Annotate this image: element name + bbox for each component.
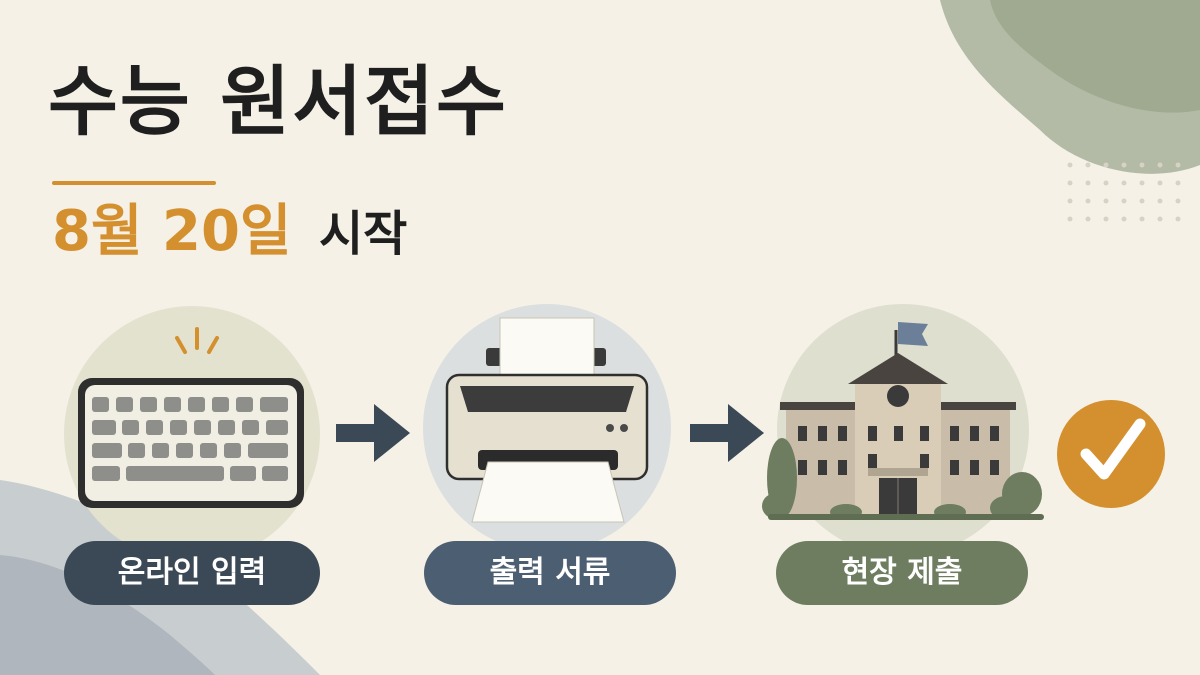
keyboard-icon xyxy=(78,327,304,508)
start-date: 8월 20일 xyxy=(52,199,292,264)
step-label-online-entry: 온라인 입력 xyxy=(64,541,320,605)
checkmark-icon xyxy=(1057,400,1165,508)
start-label: 시작 xyxy=(318,206,408,262)
school-building-icon xyxy=(762,322,1044,520)
arrow-right-icon xyxy=(336,404,410,462)
subtitle: 8월 20일 시작 xyxy=(52,204,407,260)
step-label-print-documents: 출력 서류 xyxy=(424,541,676,605)
decorative-blob-top-right xyxy=(940,0,1200,174)
printer-icon xyxy=(445,317,649,523)
decorative-dots xyxy=(1067,162,1181,222)
page-title: 수능 원서접수 xyxy=(48,57,508,146)
step-label-onsite-submission: 현장 제출 xyxy=(776,541,1028,605)
arrow-right-icon xyxy=(690,404,764,462)
title-underline xyxy=(52,181,216,185)
